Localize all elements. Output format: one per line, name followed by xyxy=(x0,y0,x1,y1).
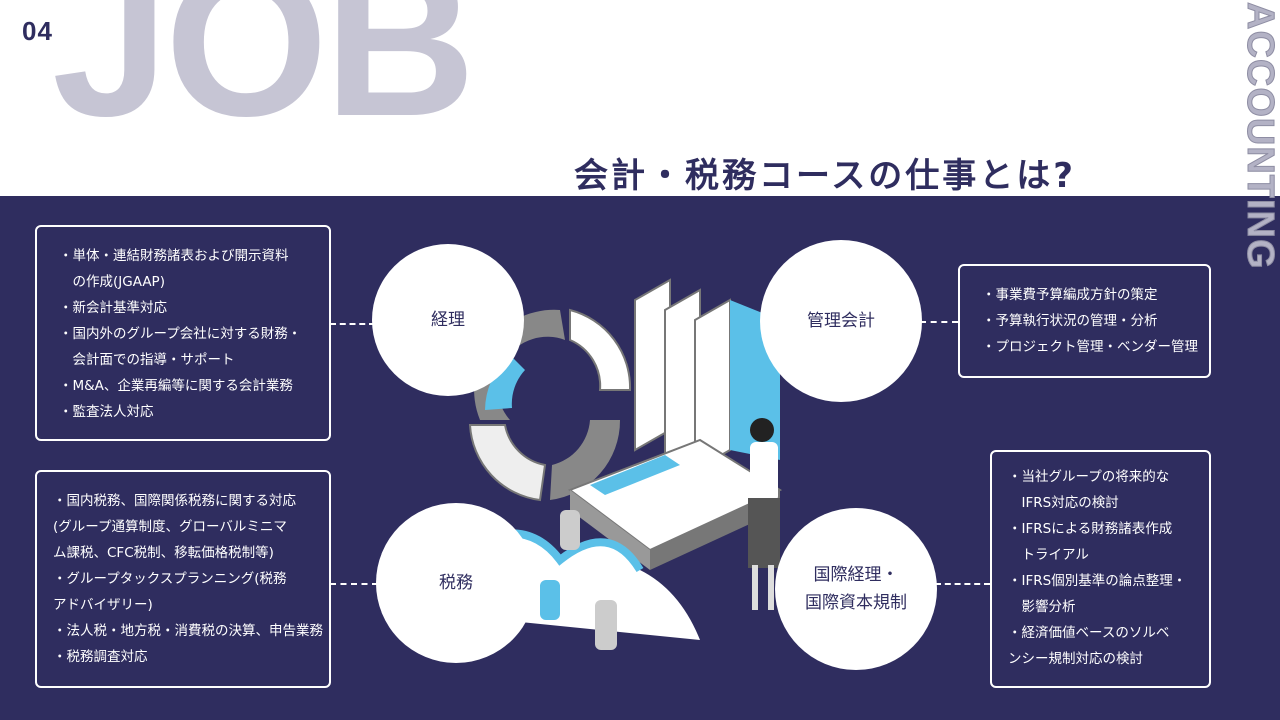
connector-line xyxy=(935,583,990,585)
tax-duties-box: ・国内税務、国際関係税務に関する対応(グループ通算制度、グローバルミニマム課税、… xyxy=(35,470,331,688)
role-circle-keiri: 経理 xyxy=(372,244,524,396)
role-circle-management-accounting: 管理会計 xyxy=(760,240,922,402)
vertical-label: ACCOUNTING xyxy=(1239,0,1280,300)
connector-line xyxy=(330,583,378,585)
person-graphic xyxy=(748,418,780,610)
role-circle-international: 国際経理・国際資本規制 xyxy=(775,508,937,670)
connector-line xyxy=(920,321,958,323)
role-circle-tax: 税務 xyxy=(376,503,536,663)
management-accounting-duties-box: ・事業費予算編成方針の策定・予算執行状況の管理・分析・プロジェクト管理・ベンダー… xyxy=(958,264,1211,378)
vertical-label-text: ACCOUNTING xyxy=(1239,2,1280,271)
header-band: 04 JOB 会計・税務コースの仕事とは? xyxy=(0,0,1280,196)
big-title-job: JOB xyxy=(52,0,476,160)
binders-graphic xyxy=(634,278,780,472)
page-number: 04 xyxy=(22,16,53,46)
keiri-duties-box: ・単体・連結財務諸表および開示資料 の作成(JGAAP)・新会計基準対応・国内外… xyxy=(35,225,331,441)
page-title: 会計・税務コースの仕事とは? xyxy=(574,156,1077,196)
connector-line xyxy=(330,323,375,325)
international-duties-box: ・当社グループの将来的な IFRS対応の検討・IFRSによる財務諸表作成 トライ… xyxy=(990,450,1211,688)
calculator-graphic xyxy=(567,438,783,570)
